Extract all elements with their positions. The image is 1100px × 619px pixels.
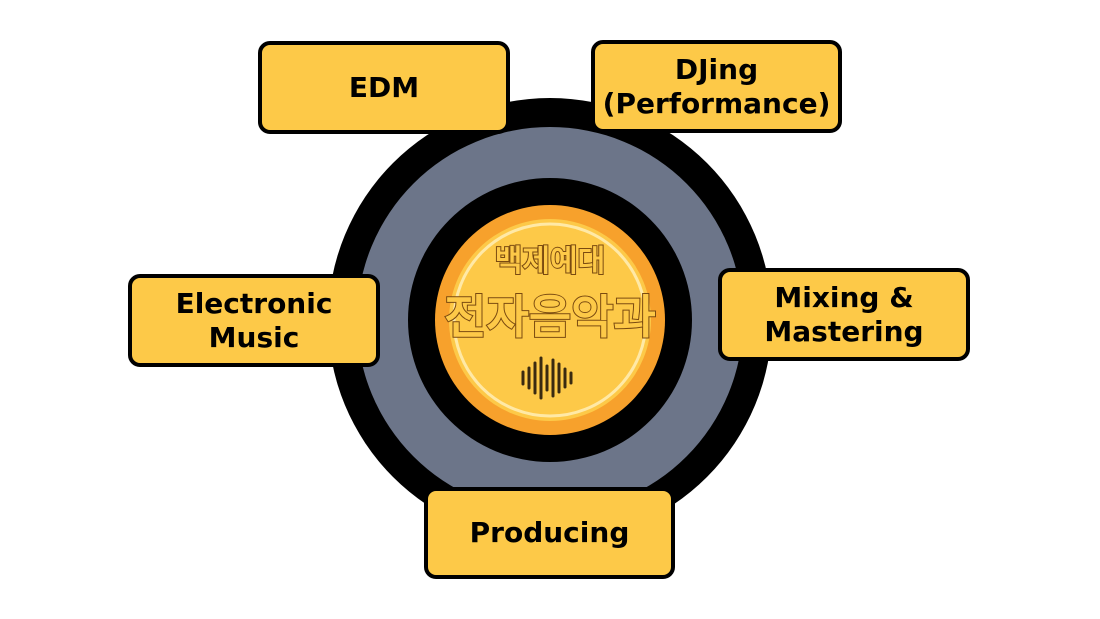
label-electronic-music: Electronic Music [128,274,380,367]
label-edm: EDM [258,41,510,134]
yellow-disc-highlight [452,222,648,418]
center-subtitle: 백제예대 [494,243,606,280]
label-producing: Producing [424,487,675,579]
sound-wave-icon [521,356,573,400]
center-title: 전자음악과 [443,289,657,345]
label-mixing-mastering: Mixing & Mastering [718,268,970,361]
yellow-disc [449,219,651,421]
label-djing: DJing (Performance) [591,40,842,133]
